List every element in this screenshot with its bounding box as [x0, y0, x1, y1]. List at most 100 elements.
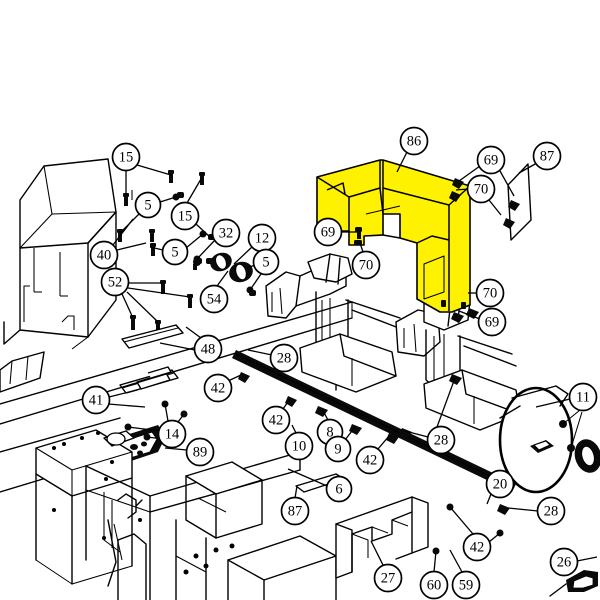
callout-14[interactable]: 14	[127, 403, 187, 449]
callout-bubble[interactable]	[549, 547, 579, 577]
callout-bubble[interactable]	[313, 217, 343, 247]
callout-leader-line	[116, 242, 147, 251]
callout-42[interactable]: 42	[261, 398, 291, 435]
callout-bubble[interactable]	[161, 238, 189, 266]
callout-number: 42	[269, 413, 284, 429]
callout-bubble[interactable]	[89, 240, 119, 270]
callout-69[interactable]: 69	[458, 145, 515, 197]
callout-52[interactable]: 52	[100, 267, 191, 323]
callout-leader-line	[535, 398, 571, 408]
callout-bubble[interactable]	[284, 431, 314, 461]
callout-70[interactable]: 70	[455, 174, 502, 216]
callout-number: 89	[193, 445, 208, 461]
callout-28[interactable]: 28	[507, 496, 566, 526]
callout-bubble[interactable]	[211, 218, 241, 248]
callout-28[interactable]: 28	[247, 343, 299, 373]
callout-leader-line	[164, 447, 188, 451]
callout-leader-line	[127, 287, 191, 298]
callout-bubble[interactable]	[568, 382, 598, 412]
callout-59[interactable]: 59	[449, 549, 481, 600]
callout-bubble[interactable]	[475, 278, 505, 308]
callout-number: 15	[178, 209, 193, 225]
callout-42[interactable]: 42	[355, 435, 390, 475]
callout-bubble[interactable]	[199, 284, 229, 314]
callout-28[interactable]: 28	[404, 377, 456, 455]
callout-number: 42	[470, 540, 485, 556]
callout-bubble[interactable]	[485, 469, 515, 499]
callout-bubble[interactable]	[269, 343, 299, 373]
callout-69[interactable]: 69	[313, 217, 358, 247]
part-disc-wheel	[498, 385, 574, 494]
callout-bubble[interactable]	[111, 142, 141, 172]
callout-bubble[interactable]	[324, 435, 352, 463]
callout-number: 32	[219, 226, 234, 242]
callout-bubble[interactable]	[466, 174, 496, 204]
part-lever-linkage	[107, 493, 143, 587]
callout-bubble[interactable]	[185, 437, 215, 467]
callout-6[interactable]: 6	[287, 468, 353, 503]
callout-number: 28	[544, 504, 559, 520]
callout-leader-line	[164, 403, 169, 422]
callout-bubble[interactable]	[134, 191, 162, 219]
callout-bubble[interactable]	[252, 248, 280, 276]
callout-number: 69	[321, 225, 336, 241]
callout-54[interactable]: 54	[199, 270, 229, 314]
callout-number: 28	[434, 433, 449, 449]
callout-15[interactable]: 15	[111, 142, 172, 197]
callout-86[interactable]: 86	[396, 126, 429, 173]
callout-20[interactable]: 20	[485, 469, 515, 505]
callout-bubble[interactable]	[476, 145, 506, 175]
callout-bubble[interactable]	[355, 445, 385, 475]
callout-48[interactable]: 48	[159, 326, 223, 364]
callout-bubble[interactable]	[451, 570, 481, 600]
callout-bubble[interactable]	[373, 563, 403, 593]
callout-bubble[interactable]	[351, 250, 381, 280]
callout-89[interactable]: 89	[164, 437, 215, 467]
callout-5[interactable]: 5	[119, 191, 177, 234]
callout-9[interactable]: 9	[324, 426, 356, 463]
callout-5[interactable]: 5	[149, 233, 204, 266]
callout-bubble[interactable]	[203, 373, 233, 403]
callout-bubble[interactable]	[170, 201, 200, 231]
callout-bubble[interactable]	[325, 475, 353, 503]
callout-69[interactable]: 69	[458, 307, 507, 337]
callout-60[interactable]: 60	[419, 550, 449, 600]
callout-bubble[interactable]	[462, 532, 492, 562]
callout-leader-line	[449, 549, 463, 573]
callout-87[interactable]: 87	[280, 485, 310, 526]
callout-10[interactable]: 10	[284, 424, 314, 461]
callout-bubble[interactable]	[280, 496, 310, 526]
callout-5[interactable]: 5	[246, 248, 280, 291]
callout-bubble[interactable]	[261, 405, 291, 435]
callout-87[interactable]: 87	[518, 141, 562, 174]
callout-26[interactable]: 26	[549, 547, 598, 577]
callout-42[interactable]: 42	[203, 373, 242, 403]
callout-42[interactable]: 42	[449, 506, 501, 562]
callout-bubble[interactable]	[419, 570, 449, 600]
callout-bubble[interactable]	[532, 141, 562, 171]
callout-bubble[interactable]	[426, 425, 456, 455]
callout-27[interactable]: 27	[370, 540, 403, 593]
callout-bubble[interactable]	[100, 267, 130, 297]
callout-11[interactable]: 11	[535, 382, 598, 412]
part-seal-washer-group	[210, 252, 253, 283]
callout-15[interactable]: 15	[170, 178, 212, 239]
callout-number: 28	[277, 351, 292, 367]
callout-bubble[interactable]	[536, 496, 566, 526]
callout-bubble[interactable]	[157, 419, 187, 449]
callout-40[interactable]: 40	[89, 218, 147, 270]
callout-leader-line	[458, 310, 481, 320]
callout-number: 15	[119, 150, 134, 166]
callout-bubble[interactable]	[193, 334, 223, 364]
callout-70[interactable]: 70	[468, 278, 505, 308]
part-long-rail	[232, 350, 516, 492]
callout-bubble[interactable]	[81, 385, 111, 415]
callout-leader-line	[486, 493, 492, 505]
callout-32[interactable]: 32	[196, 218, 241, 260]
callout-bubble[interactable]	[399, 126, 429, 156]
callout-12[interactable]: 12	[233, 223, 277, 265]
callout-41[interactable]: 41	[81, 385, 146, 415]
callout-bubble[interactable]	[477, 307, 507, 337]
callout-70[interactable]: 70	[351, 242, 381, 280]
